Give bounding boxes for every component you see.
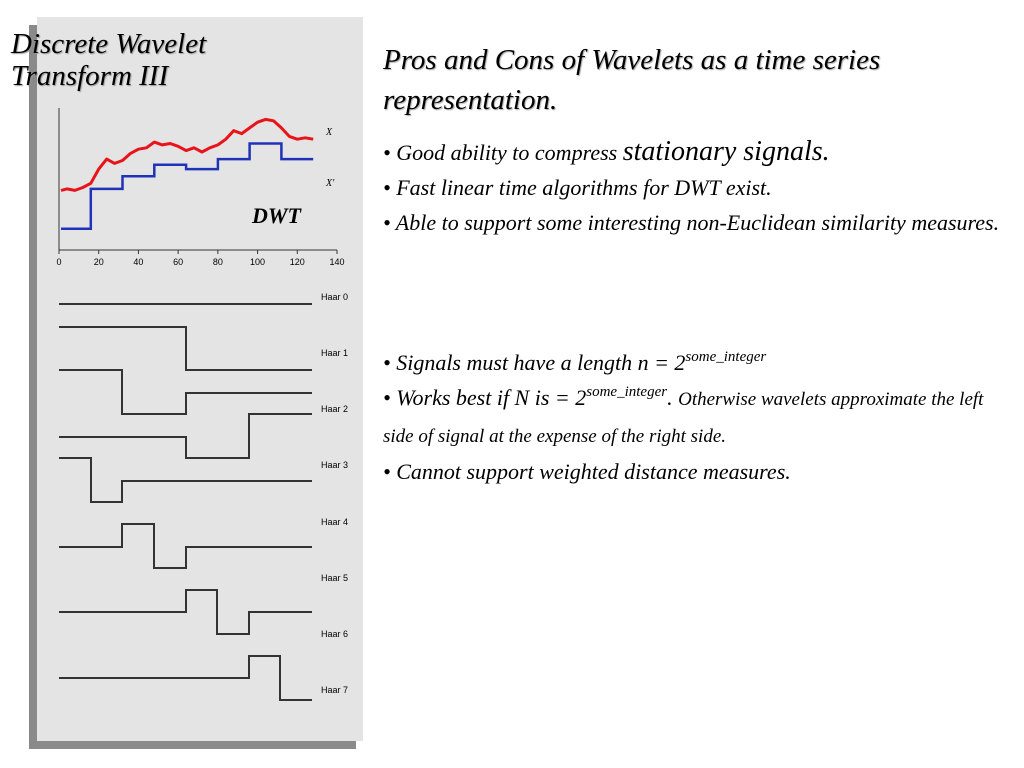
con-item-length-exponent: some_integer	[685, 349, 767, 365]
pro-item-fast-algorithms: • Fast linear time algorithms for DWT ex…	[383, 175, 772, 200]
haar-3-waveform	[59, 413, 312, 459]
haar-7-waveform	[59, 655, 312, 701]
series-x-prime-label: X'	[325, 178, 335, 189]
content-heading: Pros and Cons of Wavelets as a time seri…	[383, 44, 881, 116]
haar-2-waveform	[59, 369, 312, 415]
chart-x-ticks: 0 20 40 60 80 100 120 140	[56, 250, 345, 267]
haar-5-label: Haar 5	[321, 573, 348, 583]
slide-content: Pros and Cons of Wavelets as a time seri…	[383, 40, 1008, 489]
haar-labels: Haar 0 Haar 1 Haar 2 Haar 3 Haar 4 Haar …	[321, 292, 348, 695]
x-tick-label: 20	[94, 257, 104, 267]
con-item-power-of-two-note: Otherwise wavelets	[678, 389, 827, 410]
con-item-power-of-two-note-cont: approximate the left side of signal at t…	[383, 389, 984, 447]
con-item-length-text: • Signals must have a length n = 2	[383, 350, 686, 375]
con-item-power-of-two: • Works best if N is = 2some_integer. Ot…	[383, 380, 1008, 454]
con-item-weighted-distance: • Cannot support weighted distance measu…	[383, 459, 791, 484]
con-item-power-of-two-exponent: some_integer	[586, 384, 668, 400]
pro-item-compression-text: • Good ability to compress	[383, 140, 623, 165]
x-tick-label: 100	[250, 257, 265, 267]
haar-7-label: Haar 7	[321, 685, 348, 695]
haar-3-label: Haar 3	[321, 460, 348, 470]
pro-item-compression: • Good ability to compress stationary si…	[383, 134, 1008, 170]
slide-title: Discrete Wavelet Transform III	[11, 28, 207, 92]
pro-item-compression-emphasis: stationary signals.	[622, 136, 830, 167]
x-tick-label: 40	[133, 257, 143, 267]
series-x-label: X	[325, 127, 333, 138]
haar-1-label: Haar 1	[321, 348, 348, 358]
x-tick-label: 120	[290, 257, 305, 267]
haar-0-label: Haar 0	[321, 292, 348, 302]
haar-5-waveform	[59, 523, 312, 569]
pro-item-non-euclidean: • Able to support some interesting non-E…	[383, 210, 1000, 235]
con-item-power-of-two-period: .	[667, 385, 679, 410]
series-x-line	[60, 117, 314, 192]
series-x-prime-line	[61, 142, 314, 230]
haar-basis-functions	[59, 303, 312, 701]
con-item-power-of-two-text: • Works best if N is = 2	[383, 385, 587, 410]
haar-6-waveform	[59, 589, 312, 635]
pros-list: • Good ability to compress stationary si…	[383, 134, 1008, 240]
haar-1-waveform	[59, 326, 312, 371]
x-tick-label: 140	[329, 257, 344, 267]
cons-list: • Signals must have a length n = 2some_i…	[383, 345, 1008, 489]
dwt-annotation: DWT	[251, 203, 302, 228]
haar-4-label: Haar 4	[321, 517, 348, 527]
haar-6-label: Haar 6	[321, 629, 348, 639]
con-item-length: • Signals must have a length n = 2some_i…	[383, 345, 1008, 380]
x-tick-label: 60	[173, 257, 183, 267]
x-tick-label: 80	[213, 257, 223, 267]
haar-4-waveform	[59, 457, 312, 503]
haar-2-label: Haar 2	[321, 404, 348, 414]
x-tick-label: 0	[56, 257, 61, 267]
